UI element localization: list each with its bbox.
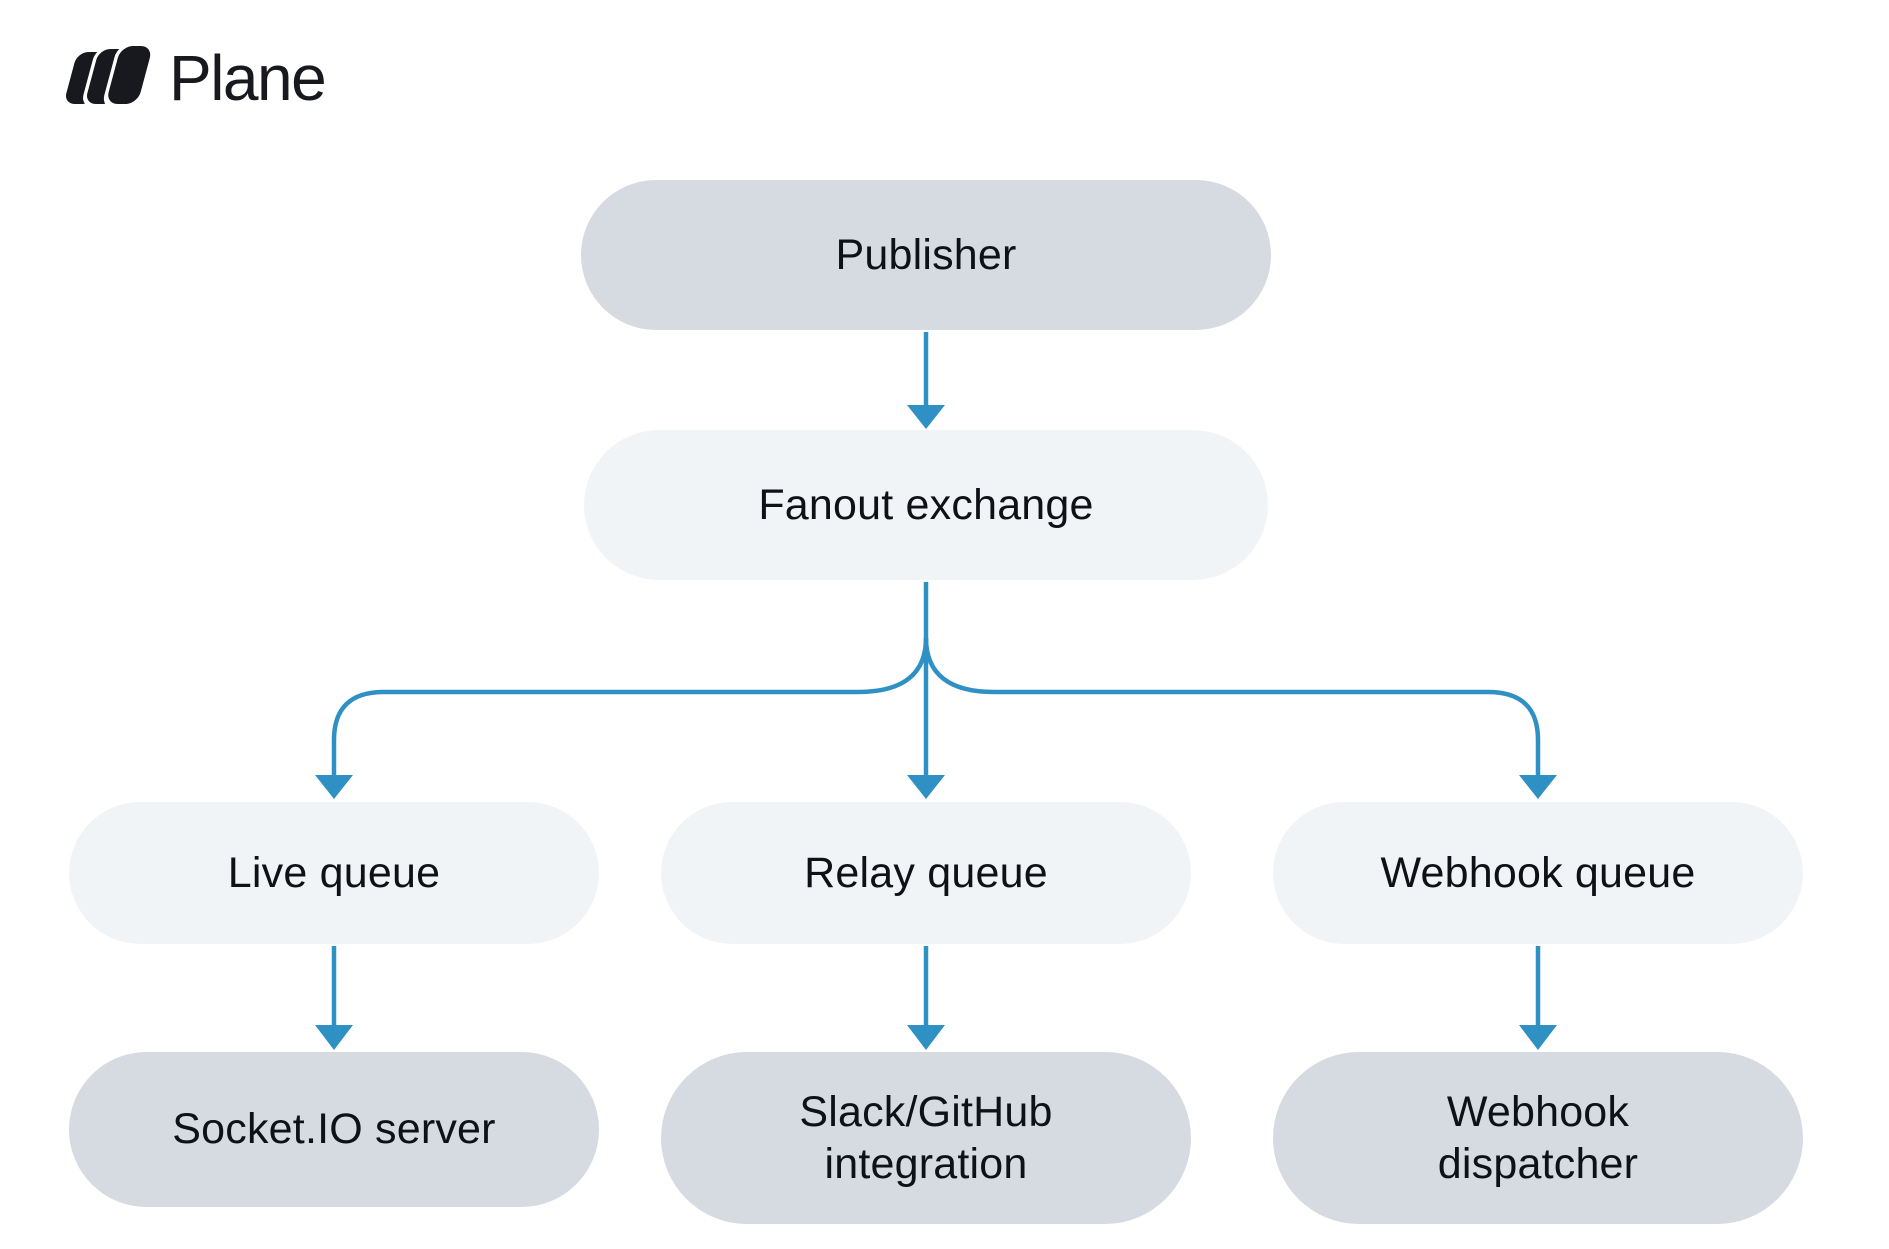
- edge-webhook-queue-dispatcher-arrowhead: [1519, 1025, 1557, 1050]
- node-fanout-exchange: Fanout exchange: [584, 430, 1268, 580]
- node-socketio-server: Socket.IO server: [69, 1052, 599, 1207]
- plane-logo: Plane: [64, 42, 327, 114]
- edge-relay-queue-slack-github-arrowhead: [907, 1025, 945, 1050]
- node-webhook-dispatcher: Webhook dispatcher: [1273, 1052, 1803, 1224]
- edge-publisher-fanout-arrowhead: [907, 405, 945, 429]
- edge-fanout-live-queue-arrowhead: [315, 775, 353, 799]
- node-live-queue: Live queue: [69, 802, 599, 944]
- node-publisher: Publisher: [581, 180, 1271, 330]
- node-slack-github-integration: Slack/GitHub integration: [661, 1052, 1191, 1224]
- edge-fanout-live-queue: [331, 637, 929, 776]
- edge-fanout-relay-queue-arrowhead: [907, 775, 945, 799]
- edge-fanout-webhook-queue: [923, 637, 1541, 776]
- node-webhook-queue: Webhook queue: [1273, 802, 1803, 944]
- plane-logo-text: Plane: [169, 42, 327, 114]
- edge-live-queue-socketio-arrowhead: [315, 1025, 353, 1050]
- plane-logo-icon: [66, 46, 152, 109]
- edge-fanout-webhook-queue-arrowhead: [1519, 775, 1557, 799]
- node-relay-queue: Relay queue: [661, 802, 1191, 944]
